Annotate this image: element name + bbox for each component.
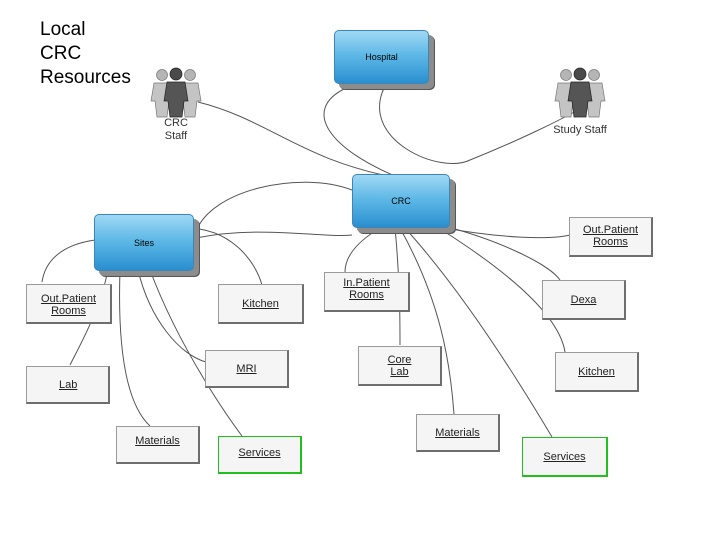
node-materials-left[interactable]: Materials	[116, 426, 200, 464]
connector-sites-mri	[137, 269, 207, 363]
connector-crc-outpatient-right	[444, 227, 571, 239]
node-lab[interactable]: Lab	[26, 366, 110, 404]
crc-staff-label: CRC Staff	[164, 117, 188, 142]
node-outpatient-rooms-right[interactable]: Out.Patient Rooms	[569, 217, 653, 257]
hub-sites-label: Sites	[133, 237, 154, 248]
node-kitchen-right[interactable]: Kitchen	[555, 352, 639, 392]
node-mri[interactable]: MRI	[205, 350, 289, 388]
connector-crc-inpatient	[344, 227, 381, 273]
connector-sites-hospital-arc	[195, 181, 353, 233]
node-kitchen-left[interactable]: Kitchen	[218, 284, 304, 324]
connector-crc-services-right	[404, 227, 553, 438]
node-core-lab[interactable]: Core Lab	[358, 346, 442, 386]
node-services-right[interactable]: Services	[522, 437, 608, 477]
hub-crc-label: CRC	[391, 196, 411, 206]
connector-sites-services	[149, 269, 243, 437]
node-outpatient-rooms-left[interactable]: Out.Patient Rooms	[26, 284, 112, 324]
node-inpatient-rooms[interactable]: In.Patient Rooms	[324, 272, 410, 312]
connector-crc-dexa	[439, 224, 561, 281]
connector-crc-kitchen-right	[444, 231, 566, 353]
connector-sites-outpatient-left	[41, 239, 96, 283]
connector-hospital-crc	[323, 87, 401, 179]
study-staff-label: Study Staff	[553, 124, 607, 136]
node-dexa[interactable]: Dexa	[542, 280, 626, 320]
hub-crc[interactable]: CRC	[352, 174, 450, 228]
connector-sites-lab	[69, 269, 109, 366]
connector-crc-materials-right	[399, 227, 455, 415]
crc-staff-people-icon	[150, 67, 202, 118]
hub-hospital[interactable]: Hospital	[334, 30, 429, 84]
study-staff-people-icon	[554, 67, 606, 118]
hub-hospital-label: Hospital	[365, 52, 398, 62]
hub-sites[interactable]: Sites	[94, 214, 194, 271]
diagram-title: Local CRC Resources	[40, 19, 131, 88]
node-materials-right[interactable]: Materials	[416, 414, 500, 452]
connector-hospital-studystaff	[379, 87, 579, 164]
connector-sites-kitchen-left	[185, 227, 263, 286]
connector-crcstaff-crc	[197, 101, 399, 179]
connector-sites-materials	[119, 269, 151, 427]
node-services-left[interactable]: Services	[218, 436, 302, 474]
